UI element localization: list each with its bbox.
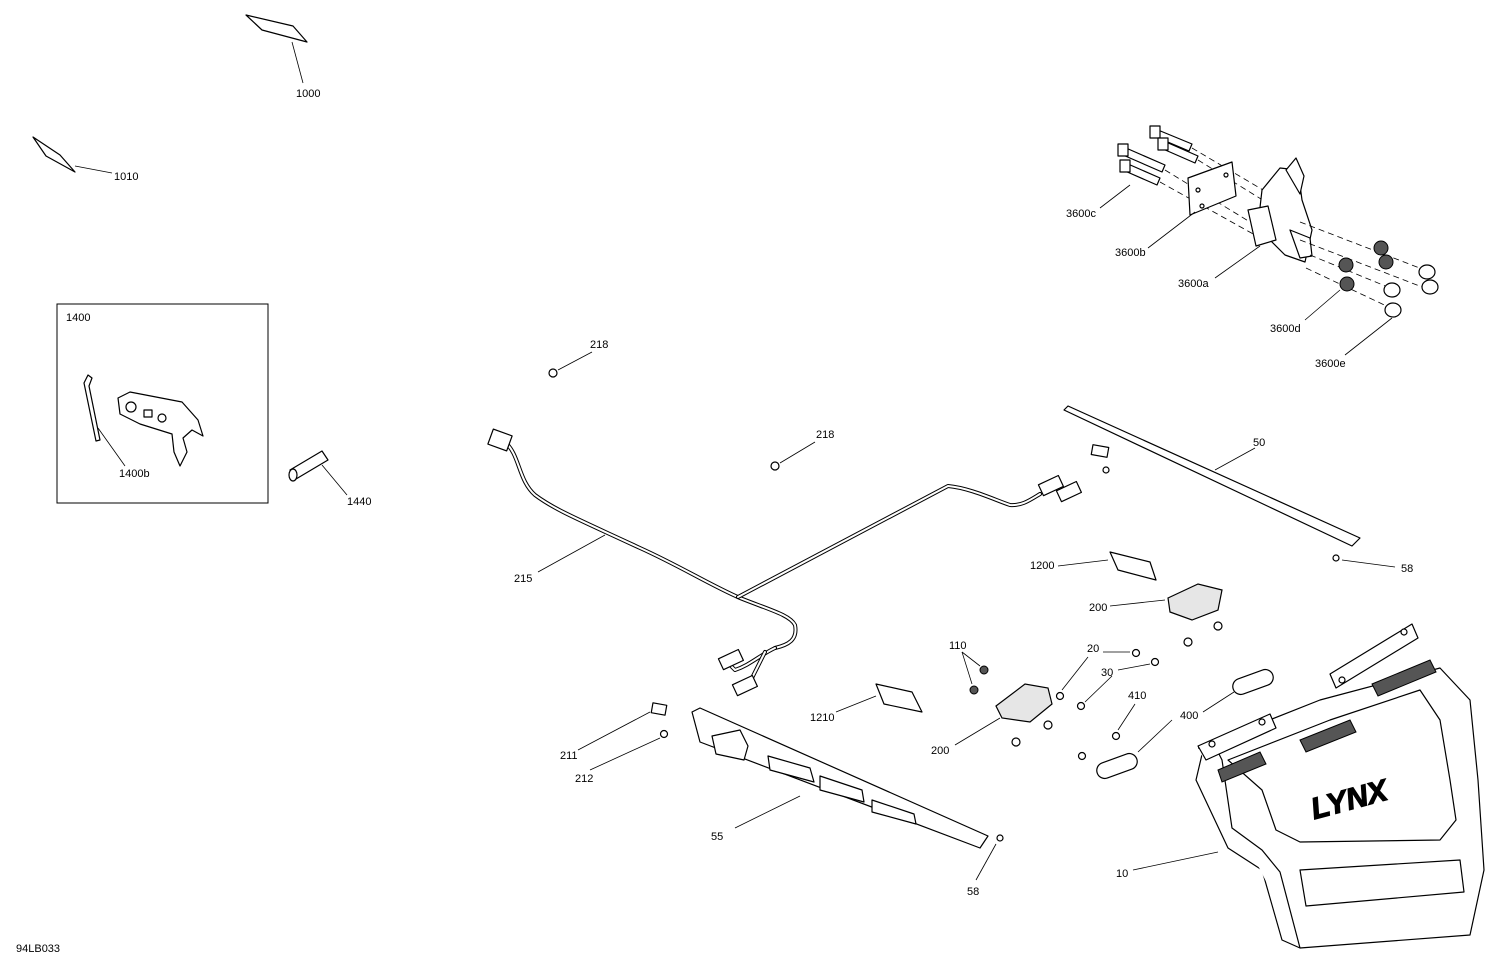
callout-410: 410	[1128, 690, 1146, 702]
callout-1010: 1010	[114, 171, 138, 183]
rivet-58-upper	[1332, 554, 1396, 568]
screw-30	[1076, 657, 1160, 711]
callout-215: 215	[514, 573, 532, 585]
callout-1440: 1440	[347, 496, 371, 508]
callout-1200: 1200	[1030, 560, 1054, 572]
callout-50: 50	[1253, 437, 1265, 449]
callout-58-lower: 58	[967, 886, 979, 898]
bracket-assembly-3600	[1099, 125, 1439, 356]
callout-3600b: 3600b	[1115, 247, 1146, 259]
wiring-harness-215	[487, 428, 1083, 697]
rivet-58-lower	[975, 834, 1004, 881]
light-200-left	[954, 683, 1053, 747]
callout-400: 400	[1180, 710, 1198, 722]
tool-kit-box	[56, 303, 269, 504]
callout-218-lower: 218	[816, 429, 834, 441]
callout-3600e: 3600e	[1315, 358, 1346, 370]
callout-200-upper: 200	[1089, 602, 1107, 614]
callout-218-upper: 218	[590, 339, 608, 351]
callout-3600a: 3600a	[1178, 278, 1209, 290]
callout-10: 10	[1116, 868, 1128, 880]
callout-3600d: 3600d	[1270, 323, 1301, 335]
screw-218-upper	[548, 351, 593, 378]
washer-20	[1055, 648, 1141, 701]
clip-211	[577, 702, 668, 751]
light-200-right	[1109, 583, 1223, 647]
callout-55: 55	[711, 831, 723, 843]
reflector-1200	[1057, 551, 1157, 581]
tool-kit-label: 1400	[66, 312, 90, 324]
caps-3600e	[1383, 264, 1439, 318]
callout-212: 212	[575, 773, 593, 785]
callout-200-lower: 200	[931, 745, 949, 757]
callout-211: 211	[560, 750, 578, 762]
callout-1400b: 1400b	[119, 468, 150, 480]
decal-1010	[32, 136, 113, 174]
side-trim-55	[691, 707, 989, 849]
trim-strip-50	[1063, 405, 1361, 547]
socket-1440	[288, 450, 348, 496]
diagram-code: 94LB033	[16, 943, 60, 955]
callout-1000: 1000	[296, 88, 320, 100]
nuts-3600d	[1338, 240, 1394, 292]
bolts-3600c	[1117, 125, 1199, 186]
screw-410	[1077, 703, 1136, 761]
callout-30: 30	[1101, 667, 1113, 679]
callout-58-upper: 58	[1401, 563, 1413, 575]
rear-bumper-10: LYNX	[1132, 623, 1485, 949]
nut-212	[589, 729, 669, 771]
callout-3600c: 3600c	[1066, 208, 1096, 220]
nut-110	[961, 651, 989, 695]
callout-110: 110	[949, 640, 967, 652]
screw-218-lower	[770, 441, 816, 471]
lens-400	[1096, 668, 1274, 780]
callout-20: 20	[1087, 643, 1099, 655]
callout-1210: 1210	[810, 712, 834, 724]
reflector-1210	[835, 683, 923, 713]
decal-1000	[245, 14, 308, 84]
